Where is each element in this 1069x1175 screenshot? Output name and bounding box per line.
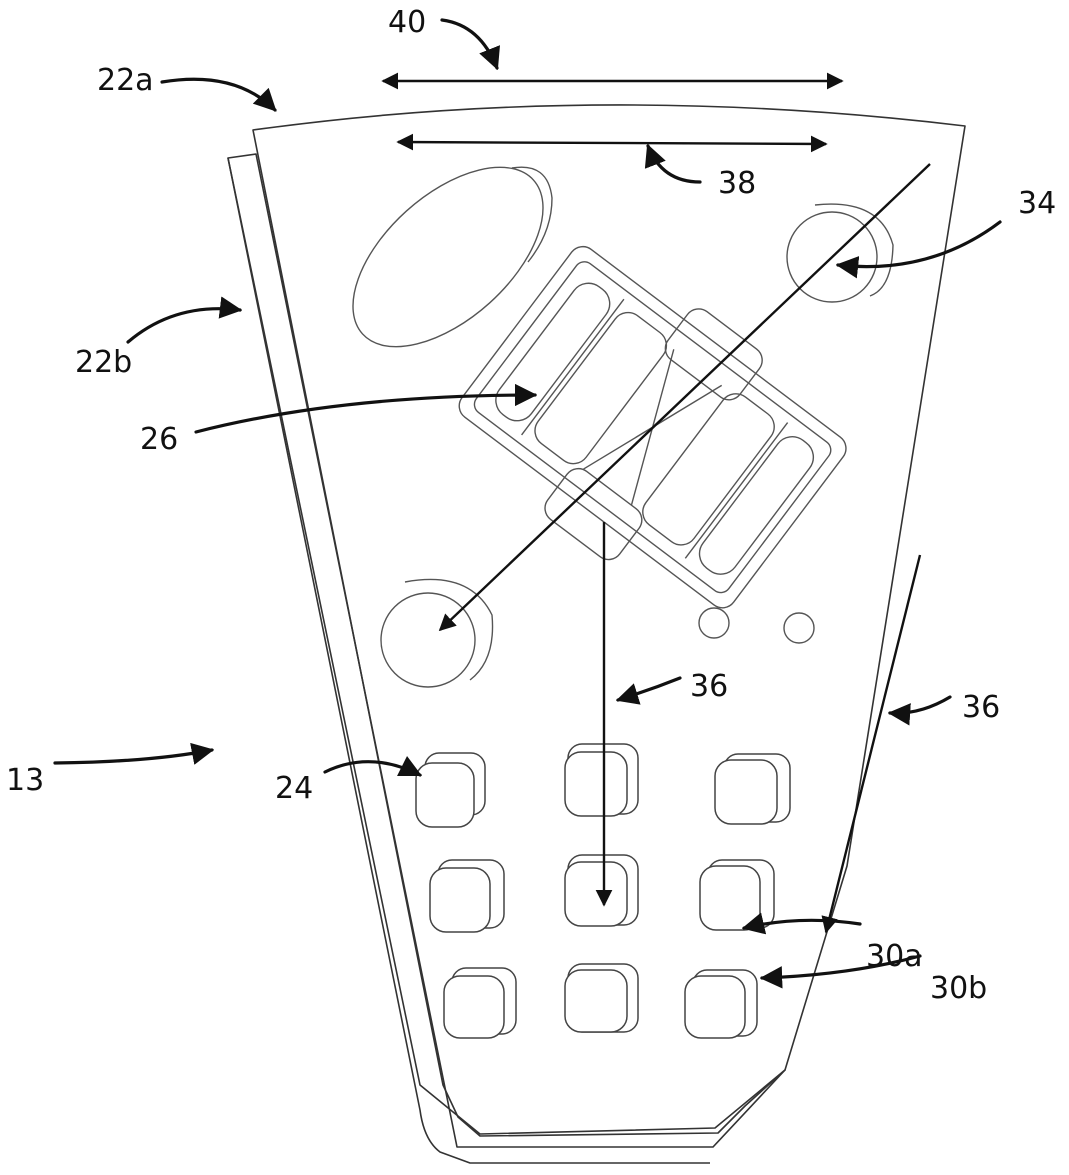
key-r2c2[interactable] (565, 855, 638, 926)
leader-22a (162, 79, 275, 110)
label-22b: 22b (75, 345, 132, 380)
leader-36-right (890, 697, 950, 713)
label-13: 13 (6, 763, 44, 798)
label-30a: 30a (866, 939, 923, 974)
key-r3c2[interactable] (565, 964, 638, 1032)
label-24: 24 (275, 771, 313, 806)
leader-13 (55, 750, 212, 763)
leader-22b (128, 309, 240, 342)
direction-arrow-34-diagonal (440, 164, 930, 630)
label-34: 34 (1018, 186, 1056, 221)
leader-26 (196, 395, 535, 432)
key-r3c1[interactable] (444, 968, 516, 1038)
key-r1c2[interactable] (565, 744, 638, 816)
label-36-center: 36 (690, 669, 728, 704)
oval-button (321, 134, 575, 380)
label-26: 26 (140, 422, 178, 457)
indicator-light-2 (784, 613, 814, 643)
key-r1c3[interactable] (715, 754, 790, 824)
key-r1c1[interactable] (416, 753, 485, 827)
indicator-light-1 (699, 608, 729, 638)
key-r2c1[interactable] (430, 860, 504, 932)
leader-36-center (618, 678, 680, 700)
leader-24 (325, 762, 420, 775)
leader-38 (648, 146, 700, 182)
label-40: 40 (388, 5, 426, 40)
label-36-right: 36 (962, 690, 1000, 725)
label-38: 38 (718, 166, 756, 201)
key-r3c3[interactable] (685, 970, 757, 1038)
direction-arrow-36-side (826, 555, 920, 932)
label-22a: 22a (97, 63, 154, 98)
label-30b: 30b (930, 971, 987, 1006)
key-r2c3[interactable] (700, 860, 774, 930)
circular-button-top-right (787, 204, 893, 302)
leader-40 (442, 20, 497, 68)
direction-arrow-38 (398, 142, 826, 144)
